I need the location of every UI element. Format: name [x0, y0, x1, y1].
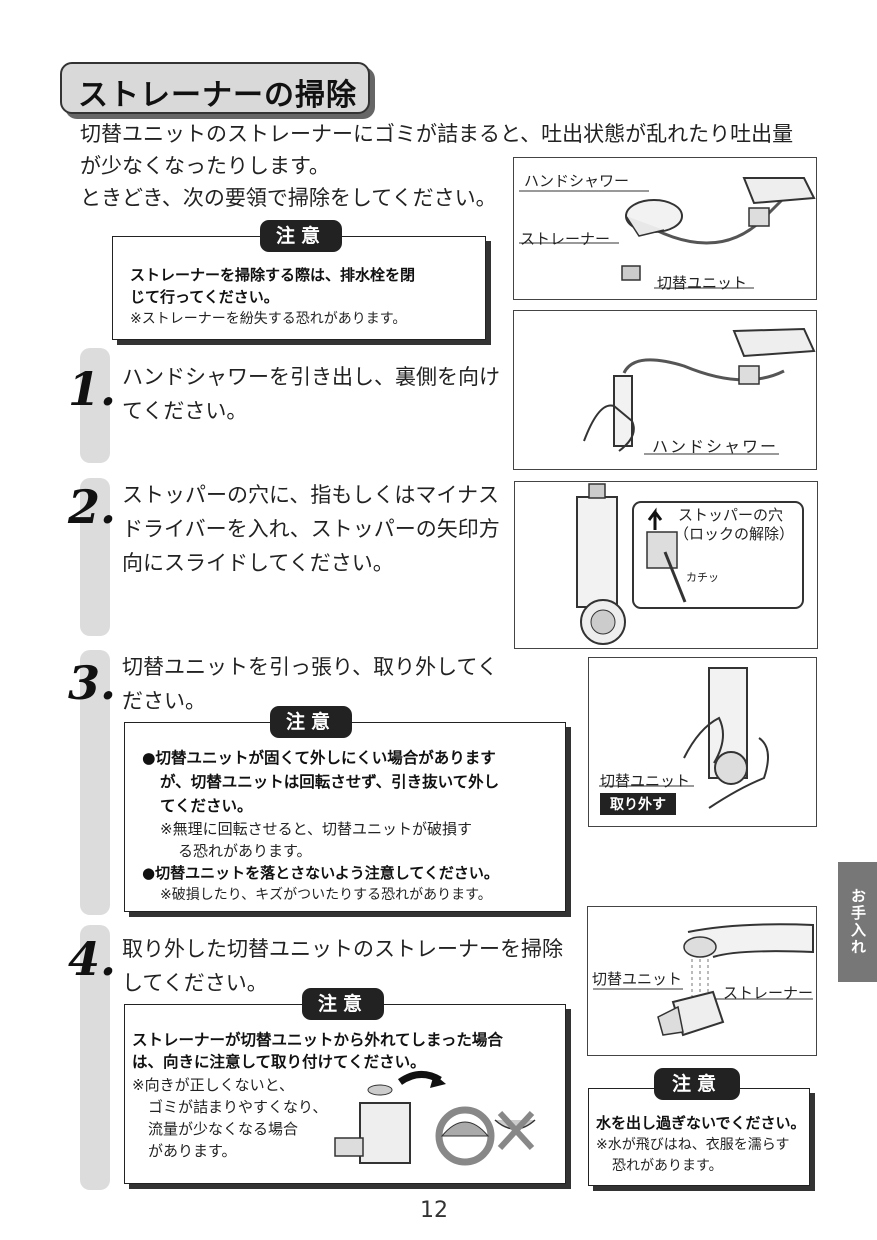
section-title-box — [60, 62, 370, 114]
figure-label-remove: 取り外す — [600, 793, 676, 815]
step-3-line-2: ださい。 — [122, 689, 206, 713]
intro-line-1: 切替ユニットのストレーナーにゴミが詰まると、吐出状態が乱れたり吐出量 — [80, 122, 794, 146]
unit-removal-illustration — [599, 667, 769, 809]
caution-4-bold-2: は、向きに注意して取り付けてください。 — [132, 1053, 426, 1071]
caution-top-bold-2: じて行ってください。 — [130, 288, 279, 306]
caution-3-note-1a: ※無理に回転させると、切替ユニットが破損す — [160, 820, 472, 838]
section-title: ストレーナーの掃除 — [78, 78, 357, 113]
caution-box-step-3 — [124, 722, 566, 912]
page-number: 12 — [420, 1198, 448, 1223]
step-2-line-1: ストッパーの穴に、指もしくはマイナス — [122, 483, 499, 507]
caution-label-3: 注意 — [270, 706, 352, 738]
caution-label: 注意 — [260, 220, 342, 252]
caution-box-top — [112, 236, 486, 340]
stopper-illustration — [576, 483, 804, 645]
step-2-line-2: ドライバーを入れ、ストッパーの矢印方 — [122, 517, 500, 541]
strainer-orientation-illustration — [334, 1071, 536, 1166]
caution-3-note-2: ※破損したり、キズがついたりする恐れがあります。 — [160, 887, 492, 903]
step-4-bar — [80, 925, 110, 1190]
caution-5-note-2: 恐れがあります。 — [612, 1158, 723, 1174]
caution-5-bold: 水を出し過ぎないでください。 — [596, 1114, 806, 1132]
figure-label-hand-shower-2: ハンドシャワー — [652, 437, 779, 456]
step-1-bar — [80, 348, 110, 463]
figure-label-strainer-2: ストレーナー — [723, 984, 814, 1002]
caution-3-bold-1b: が、切替ユニットは回転させず、引き抜いて外し — [160, 773, 500, 791]
step-3-line-1: 切替ユニットを引っ張り、取り外してく — [122, 655, 498, 679]
caution-3-bold-2: ●切替ユニットを落とさないよう注意してください。 — [142, 864, 499, 882]
caution-4-note-2: ゴミが詰まりやすくなり、 — [148, 1098, 328, 1116]
figure-label-unit: 切替ユニット — [657, 274, 748, 292]
hand-shower-pull-illustration — [583, 327, 816, 455]
caution-5-note-1: ※水が飛びはね、衣服を濡らす — [596, 1137, 790, 1153]
step-1-line-1: ハンドシャワーを引き出し、裏側を向け — [122, 365, 500, 389]
step-2-bar — [80, 478, 110, 636]
caution-label-4: 注意 — [302, 988, 384, 1020]
step-4-line-2: してください。 — [122, 971, 268, 995]
figure-step-2 — [514, 481, 818, 649]
step-4-line-1: 取り外した切替ユニットのストレーナーを掃除 — [122, 937, 563, 961]
figure-step-1 — [513, 310, 817, 470]
step-1-line-2: てください。 — [122, 399, 248, 423]
intro-line-2: が少なくなったりします。 — [80, 154, 330, 178]
figure-overview — [513, 157, 817, 300]
caution-4-bold-1: ストレーナーが切替ユニットから外れてしまった場合 — [132, 1031, 503, 1049]
figure-step-3 — [588, 657, 817, 827]
step-3-number: 3. — [68, 656, 117, 710]
figure-label-strainer: ストレーナー — [520, 230, 611, 248]
caution-label-5: 注意 — [654, 1068, 740, 1100]
caution-4-note-3: 流量が少なくなる場合 — [148, 1120, 299, 1138]
caution-3-bold-1a: ●切替ユニットが固くて外しにくい場合があります — [142, 749, 496, 767]
step-3-bar — [80, 650, 110, 915]
step-2-line-3: 向にスライドしてください。 — [122, 551, 394, 575]
figure-label-hand-shower: ハンドシャワー — [524, 172, 630, 190]
step-4-number: 4. — [68, 932, 117, 986]
figure-label-stopper-hole: ストッパーの穴 — [678, 506, 784, 524]
figure-step-4 — [587, 906, 817, 1056]
caution-top-bold-1: ストレーナーを掃除する際は、排水栓を閉 — [130, 266, 416, 284]
caution-3-note-1b: る恐れがあります。 — [178, 842, 312, 860]
side-tab-maintenance: お手入れ — [838, 862, 877, 982]
step-2-number: 2. — [68, 480, 117, 534]
figure-label-click: カチッ — [686, 571, 719, 584]
strainer-cleaning-illustration — [593, 923, 814, 1037]
caution-4-note-4: があります。 — [148, 1142, 237, 1160]
step-1-number: 1. — [68, 362, 117, 416]
caution-top-note: ※ストレーナーを紛失する恐れがあります。 — [130, 311, 407, 327]
caution-3-bold-1c: てください。 — [160, 797, 253, 815]
intro-line-3: ときどき、次の要領で掃除をしてください。 — [80, 186, 497, 210]
figure-label-unit-2: 切替ユニット — [600, 772, 691, 790]
figure-label-unlock: （ロックの解除） — [674, 525, 795, 543]
faucet-overview-illustration — [519, 177, 816, 289]
figure-label-unit-3: 切替ユニット — [592, 970, 683, 988]
caution-4-note-1: ※向きが正しくないと、 — [132, 1076, 294, 1094]
